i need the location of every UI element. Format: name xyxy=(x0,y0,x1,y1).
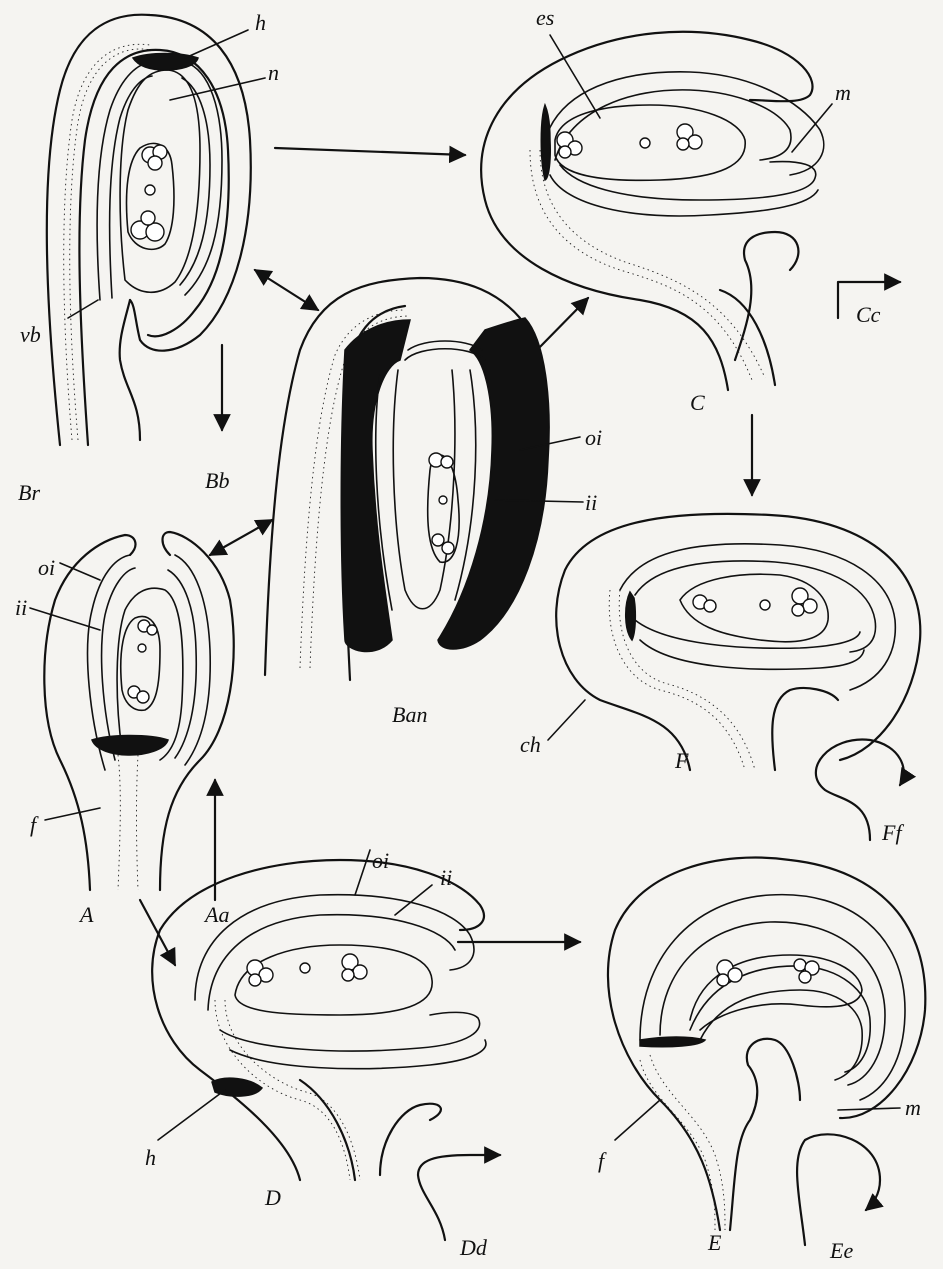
label-m-top: m xyxy=(835,80,851,105)
label-m-e: m xyxy=(905,1095,921,1120)
label-e: E xyxy=(707,1230,722,1255)
label-aa: Aa xyxy=(203,902,229,927)
arrow-a-ban xyxy=(210,520,272,555)
label-br: Br xyxy=(18,480,40,505)
arrow-br-to-c xyxy=(275,148,465,155)
label-d: D xyxy=(264,1185,281,1210)
label-a: A xyxy=(78,902,94,927)
label-ch: ch xyxy=(520,732,541,757)
label-es: es xyxy=(536,5,554,30)
label-oi-d: oi xyxy=(372,848,389,873)
ovule-e xyxy=(608,858,925,1245)
label-cc: Cc xyxy=(856,302,881,327)
label-ff: Ff xyxy=(881,820,904,845)
label-n: n xyxy=(268,60,279,85)
label-ee: Ee xyxy=(829,1238,853,1263)
label-vb: vb xyxy=(20,322,41,347)
ovule-a xyxy=(30,345,234,900)
arrow-ban-to-c xyxy=(535,298,588,352)
ovule-br xyxy=(47,15,265,445)
label-h-top: h xyxy=(255,10,266,35)
label-f-e: f xyxy=(598,1148,607,1173)
label-ii-a: ii xyxy=(15,595,27,620)
label-h-d: h xyxy=(145,1145,156,1170)
label-c: C xyxy=(690,390,705,415)
label-ii-ban: ii xyxy=(585,490,597,515)
label-dd: Dd xyxy=(459,1235,488,1260)
label-oi-ban: oi xyxy=(585,425,602,450)
label-f-a: f xyxy=(30,812,39,837)
label-f-big: F xyxy=(674,748,689,773)
label-ban: Ban xyxy=(392,702,427,727)
label-bb: Bb xyxy=(205,468,229,493)
label-ii-d: ii xyxy=(440,865,452,890)
label-oi-a: oi xyxy=(38,555,55,580)
arrow-br-ban xyxy=(255,270,318,310)
ovule-ban xyxy=(265,278,583,680)
ovule-f xyxy=(548,415,920,840)
